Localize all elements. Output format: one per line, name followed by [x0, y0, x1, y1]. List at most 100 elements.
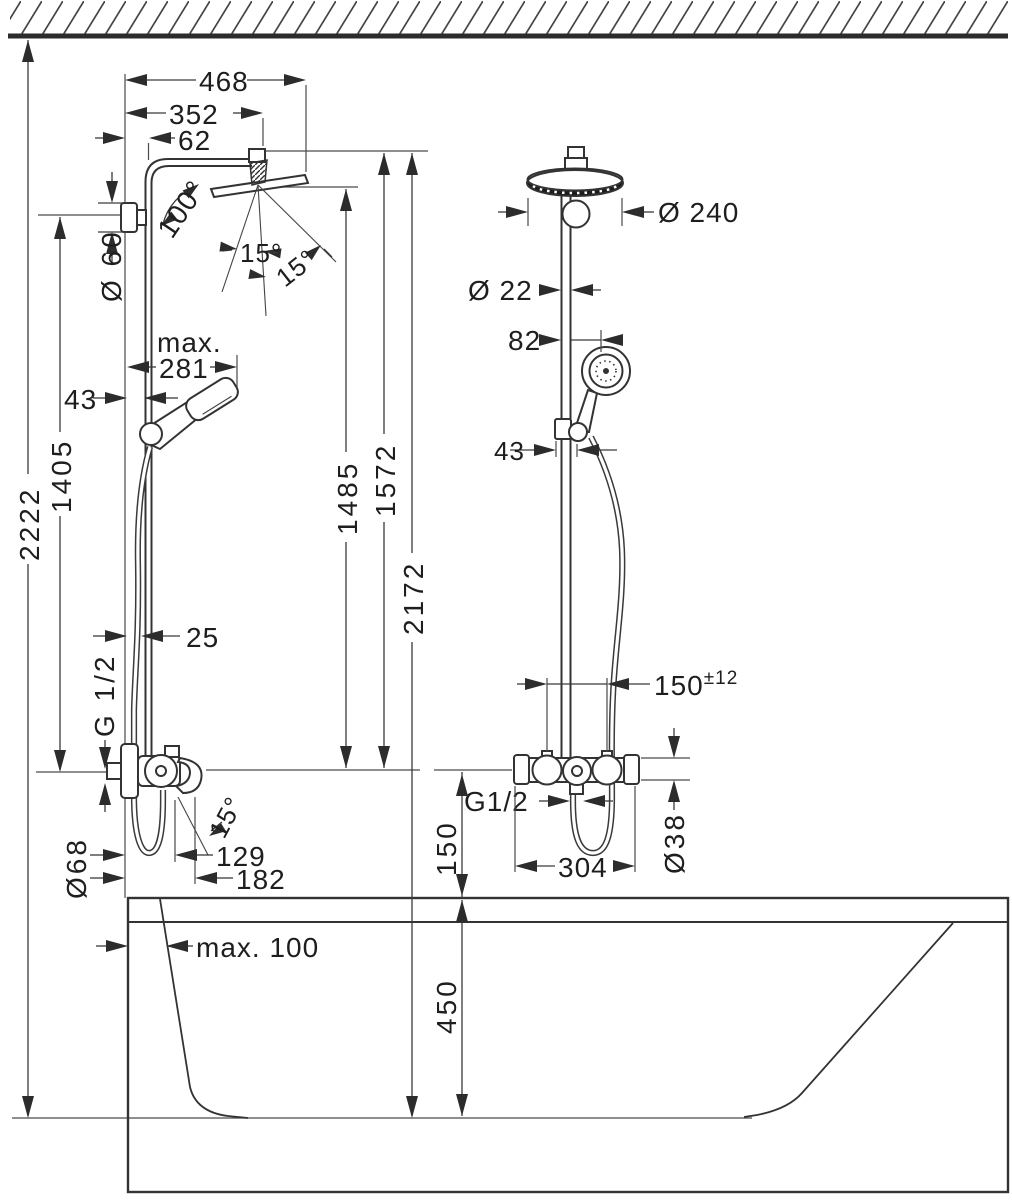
- dimension-43-left: 43: [64, 384, 178, 415]
- dim-label-max100: max. 100: [196, 932, 319, 963]
- dimension-43-right: 43: [494, 436, 617, 466]
- bathtub: [126, 896, 1010, 1194]
- dim-label-dia60: Ø 60: [96, 229, 127, 302]
- dimension-max281: max. 281: [127, 327, 237, 384]
- center-outlet: [562, 756, 592, 786]
- dimension-150-tol: 150±12: [517, 668, 738, 752]
- dimension-450: 450: [431, 900, 468, 1116]
- shower-front-view: [513, 146, 640, 857]
- angle-15-first: 15°: [219, 238, 282, 268]
- hand-shower-face-ring: [588, 353, 624, 389]
- dimension-dia240: Ø 240: [498, 197, 739, 228]
- disc-nozzle-dots: [532, 184, 618, 195]
- overhead-shower-disc-outline: [526, 169, 624, 197]
- dim-label-1405: 1405: [46, 439, 77, 513]
- dim-label-dia240: Ø 240: [658, 197, 739, 228]
- volume-handle: [591, 754, 623, 786]
- pour-angle-line: [177, 796, 209, 856]
- tub-right-inner-wall: [743, 922, 954, 1118]
- tub-spout: [173, 756, 203, 795]
- dim-label-62: 62: [178, 125, 211, 156]
- dim-label-2172: 2172: [398, 561, 429, 635]
- riser-pipe-outer: [144, 158, 252, 758]
- dim-label-82: 82: [508, 325, 541, 356]
- spray-lines: [221, 184, 337, 317]
- center-outlet-detail: [571, 765, 583, 777]
- dimension-150-vertical: 150: [431, 772, 468, 898]
- dim-label-182: 182: [236, 864, 286, 895]
- hand-shower-hose-inner: [132, 446, 165, 855]
- dimension-g12-left: G 1/2: [89, 654, 120, 812]
- dim-label-129: 129: [216, 841, 266, 872]
- hand-shower-head-side: [185, 376, 239, 422]
- valve-inlet-nipple: [106, 762, 122, 780]
- hand-shower-hose-front-inner: [571, 436, 624, 855]
- hand-shower-face-center: [603, 368, 609, 374]
- dimension-2172: 2172: [398, 153, 429, 1118]
- dimension-352: 352: [125, 99, 263, 130]
- dimension-dia38: Ø38: [641, 728, 690, 874]
- dim-label-150-vertical: 150: [431, 820, 462, 876]
- dim-label-281: 281: [159, 353, 209, 384]
- dim-label-2222: 2222: [14, 487, 45, 561]
- dim-label-450: 450: [431, 978, 462, 1034]
- dim-label-150-tol: 150±12: [654, 668, 738, 701]
- dimension-182: 182: [90, 864, 286, 895]
- dim-label-dia22: Ø 22: [468, 275, 533, 306]
- dim-label-g12-right: G1/2: [464, 786, 529, 817]
- handle-detail: [155, 765, 167, 777]
- slider-bracket-knob: [568, 422, 588, 442]
- dimension-25: 25: [93, 622, 219, 653]
- temperature-handle: [531, 754, 563, 786]
- overhead-shower-disc-top: [526, 167, 624, 192]
- dim-label-1485: 1485: [332, 461, 363, 535]
- riser-pipe-inner: [150, 165, 252, 758]
- diverter-knob: [164, 745, 180, 758]
- dimension-dia60: Ø 60: [96, 172, 127, 302]
- dim-label-468: 468: [199, 66, 249, 97]
- angle-label-15-1: 15°: [240, 238, 282, 268]
- slider-holder: [139, 422, 163, 446]
- dimension-g12-right: G1/2: [464, 786, 613, 817]
- dim-label-1572: 1572: [370, 443, 401, 517]
- thermostat-left-cap: [513, 754, 530, 785]
- thermostat-handle-side: [144, 754, 178, 788]
- dimension-304: 304: [514, 786, 636, 883]
- wall-bracket-plate: [120, 202, 138, 233]
- dimension-2222: 2222: [14, 40, 45, 1118]
- angle-100: 100°: [151, 175, 211, 244]
- angle-15-spout: 15°: [203, 791, 249, 842]
- ceiling-hatch: [8, 1, 1008, 39]
- dim-label-dia38: Ø38: [659, 812, 690, 874]
- angle-label-15-spout: 15°: [203, 791, 249, 842]
- dimension-82: 82: [508, 325, 623, 356]
- dimension-1405: 1405: [46, 217, 77, 772]
- dimension-dia68: Ø68: [61, 837, 92, 899]
- tub-outer: [126, 896, 1010, 1194]
- dimension-129: 129: [90, 841, 266, 872]
- hand-shower-face-dots: [595, 360, 617, 382]
- dimension-max100: max. 100: [96, 932, 319, 963]
- dim-label-g12-left: G 1/2: [89, 654, 120, 737]
- spray-nozzle: [249, 159, 268, 186]
- valve-wall-plate: [120, 743, 139, 799]
- dimension-1572: 1572: [370, 153, 401, 768]
- dimension-468: 468: [125, 66, 306, 97]
- dim-label-43-right: 43: [494, 436, 525, 466]
- shower-side-view: [106, 148, 337, 857]
- tub-left-inner-wall: [159, 898, 249, 1119]
- dim-label-25: 25: [186, 622, 219, 653]
- dimension-dia22: Ø 22: [468, 275, 601, 306]
- dim-label-43-left: 43: [64, 384, 97, 415]
- dimension-62: 62: [95, 125, 211, 156]
- thermostat-right-cap: [623, 754, 640, 785]
- ball-joint: [561, 199, 591, 229]
- angle-label-100: 100°: [151, 175, 211, 244]
- dim-label-dia68: Ø68: [61, 837, 92, 899]
- dim-label-352: 352: [169, 99, 219, 130]
- dim-label-304: 304: [558, 852, 608, 883]
- wall-bracket-stub: [136, 209, 147, 226]
- dim-label-max: max.: [157, 327, 222, 358]
